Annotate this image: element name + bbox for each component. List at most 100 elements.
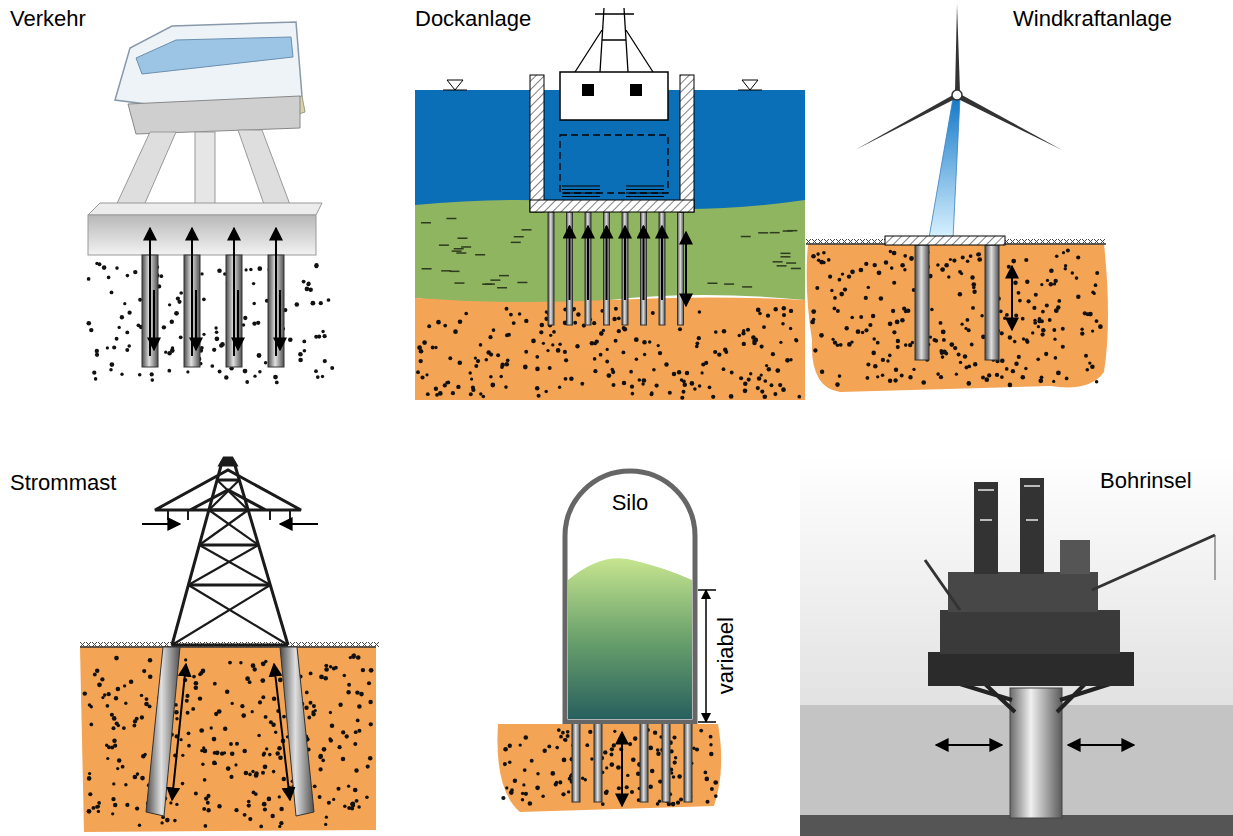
soil-dot	[112, 716, 117, 721]
clay-mark	[441, 270, 451, 272]
ground-hatch	[362, 642, 367, 647]
load-arrow	[172, 664, 186, 800]
soil-dot	[312, 704, 316, 708]
soil-dot	[871, 351, 876, 356]
soil-dot	[585, 743, 589, 747]
ground-hatch	[866, 239, 871, 244]
ground-hatch	[872, 239, 877, 244]
sky	[800, 455, 1233, 705]
soil-dot	[789, 309, 793, 313]
ground-hatch	[812, 239, 817, 244]
soil-dot	[569, 376, 574, 381]
soil-dot	[757, 376, 761, 380]
soil-dot	[97, 805, 100, 808]
soil-dot	[169, 801, 172, 804]
soil-dot	[892, 330, 896, 334]
soil-dot	[490, 383, 495, 388]
soil-dot	[548, 366, 552, 370]
soil-dot	[369, 668, 374, 673]
soil-dot	[298, 358, 303, 363]
dimension-tick	[698, 721, 716, 723]
soil-dot	[175, 717, 178, 720]
soil-dot	[949, 342, 954, 347]
support-post	[195, 132, 215, 210]
ground-hatch	[134, 642, 139, 647]
soil-dot	[558, 780, 562, 784]
soil-dot	[234, 763, 237, 766]
soil-dot	[518, 312, 522, 316]
soil-dot	[581, 777, 584, 780]
soil-dot	[838, 278, 842, 282]
soil-dot	[904, 343, 908, 347]
soil-dot	[867, 286, 870, 289]
soil-dot	[321, 330, 324, 333]
soil-dot	[305, 287, 310, 292]
soil-dot	[1024, 367, 1027, 370]
clay-mark	[783, 230, 793, 232]
soil-dot	[215, 330, 219, 334]
clay-mark	[422, 268, 432, 270]
soil-dot	[590, 341, 595, 346]
soil-dot	[1049, 268, 1054, 273]
soil-dot	[214, 712, 218, 716]
soil-dot	[160, 821, 163, 824]
ground-hatch	[308, 642, 313, 647]
clay-mark	[490, 279, 500, 281]
soil-dot	[479, 392, 482, 395]
soil-dot	[125, 803, 129, 807]
ground-hatch	[356, 642, 361, 647]
soil-dot	[1021, 375, 1026, 380]
soil-dot	[893, 378, 897, 382]
soil-dot	[262, 802, 267, 807]
drill-tower	[1020, 478, 1044, 574]
ground-hatch	[854, 239, 859, 244]
load-arrow	[1068, 744, 1134, 746]
soil-dot	[112, 345, 116, 349]
soil-dot	[184, 658, 187, 661]
soil-dot	[1024, 258, 1028, 262]
ground-hatch	[1064, 239, 1069, 244]
soil-dot	[906, 308, 911, 313]
soil-dot	[329, 665, 332, 668]
soil-dot	[509, 790, 514, 795]
tower	[929, 98, 960, 238]
soil-dot	[588, 730, 592, 734]
silo-node: Silo	[562, 468, 698, 724]
soil-dot	[505, 786, 508, 789]
soil-dot	[118, 326, 121, 329]
ground-hatch	[122, 642, 127, 647]
pile	[280, 647, 314, 816]
soil-dot	[872, 263, 876, 267]
soil-dot	[224, 375, 228, 379]
soil-dot	[338, 745, 342, 749]
soil-dot	[524, 319, 528, 323]
soil-dot	[900, 374, 904, 378]
rotor-blade	[855, 95, 955, 150]
panel-title: Verkehr	[10, 6, 86, 31]
soil-dot	[955, 373, 958, 376]
clay-mark	[452, 250, 462, 252]
soil-dot	[122, 726, 126, 730]
soil-dot	[811, 309, 816, 314]
slab-top	[88, 203, 322, 215]
soil-dot	[673, 760, 677, 764]
soil-dot	[304, 705, 308, 709]
clay-mark	[724, 283, 734, 285]
soil-dot	[217, 804, 221, 808]
soil-dot	[1005, 313, 1009, 317]
soil-dot	[144, 702, 149, 707]
soil-dot	[980, 314, 983, 317]
soil-dot	[593, 357, 597, 361]
soil-dot	[1008, 383, 1013, 388]
soil-dot	[234, 808, 238, 812]
clay-mark	[707, 283, 717, 285]
soil-dot	[1033, 319, 1036, 322]
soil-dot	[760, 390, 764, 394]
soil-dot	[762, 325, 766, 329]
soil-dot	[626, 774, 629, 777]
soil-dot	[210, 364, 214, 368]
soil-dot	[357, 729, 361, 733]
soil-dot	[667, 802, 671, 806]
soil-dot	[568, 777, 572, 781]
soil-dot	[213, 682, 217, 686]
